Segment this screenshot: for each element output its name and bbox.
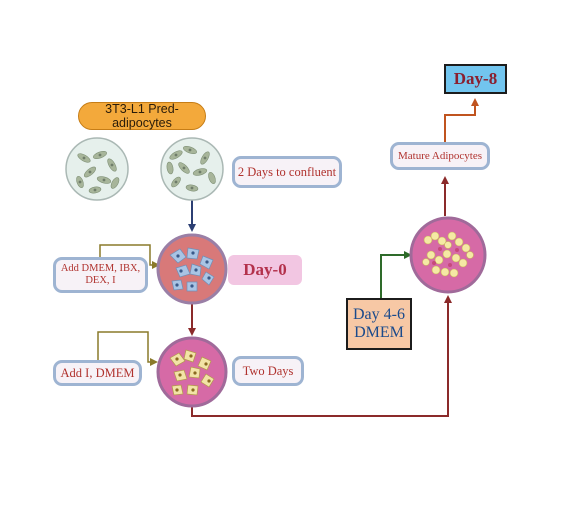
add-i-dmem-label: Add I, DMEM (53, 360, 142, 386)
add-dmem-ibx-dex-label: Add DMEM, IBX, DEX, I (53, 257, 148, 293)
add1-line1: Add DMEM, IBX, (60, 262, 141, 274)
start-label: 3T3-L1 Pred-adipocytes (78, 102, 206, 130)
day0-cells-icon (156, 233, 228, 305)
mature-adipocytes-label: Mature Adipocytes (390, 142, 490, 170)
arrow-twodays-to-mature-cells (191, 295, 452, 417)
petri-dish-left-icon (65, 137, 129, 201)
day4-6-dmem-label: Day 4-6 DMEM (346, 298, 412, 350)
arrow-add1-to-day0 (99, 244, 160, 269)
arrow-add2-to-twodays (97, 331, 158, 366)
add1-line2: DEX, I (85, 275, 116, 286)
day8-label: Day-8 (444, 64, 507, 94)
mature-adipocytes-cells-icon (409, 216, 487, 294)
petri-dish-right-icon (160, 137, 224, 201)
two-days-cells-icon (156, 336, 228, 408)
arrow-mature-to-day8 (444, 98, 479, 142)
day0-label: Day-0 (228, 255, 302, 285)
day46-line2: DMEM (354, 324, 404, 341)
two-days-label: Two Days (232, 356, 304, 386)
arrow-day46-to-mature-cells (380, 251, 412, 298)
day46-line1: Day 4-6 (353, 305, 405, 323)
confluent-label: 2 Days to confluent (232, 156, 342, 188)
